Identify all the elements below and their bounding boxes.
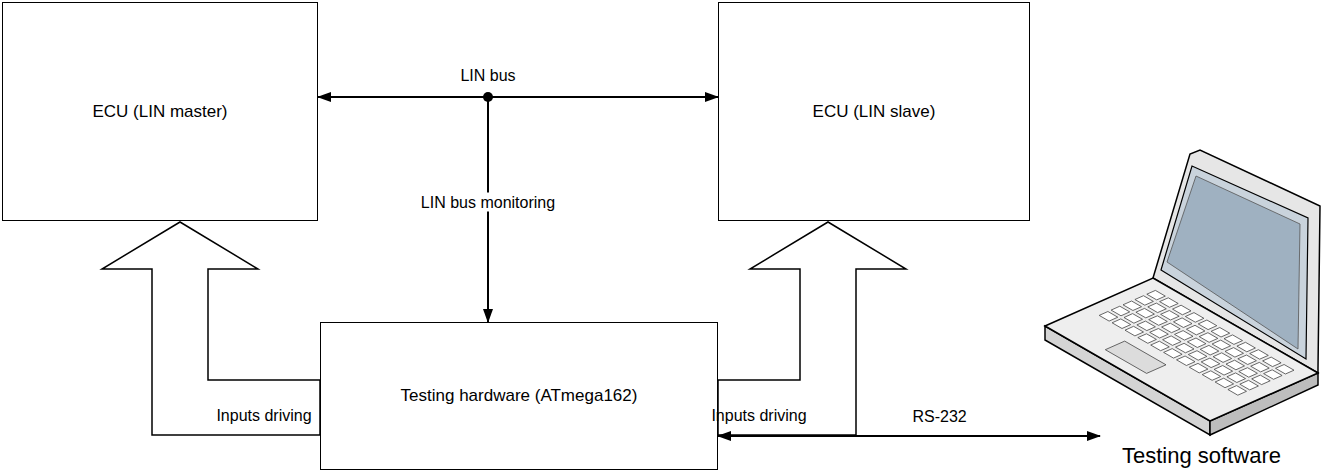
laptop-touchpad	[1105, 341, 1166, 373]
laptop-key	[1150, 329, 1169, 339]
laptop-key	[1164, 349, 1183, 359]
laptop-key	[1137, 321, 1156, 331]
laptop-key	[1151, 341, 1170, 351]
laptop-key	[1177, 356, 1196, 366]
laptop-key	[1176, 343, 1195, 353]
box-label: ECU (LIN slave)	[803, 101, 946, 123]
laptop-key	[1175, 331, 1194, 341]
laptop-icon	[1040, 148, 1323, 470]
laptop-key	[1111, 306, 1130, 316]
laptop-key	[1212, 340, 1231, 350]
laptop-key	[1112, 319, 1131, 329]
laptop-key	[1238, 355, 1257, 365]
laptop-key	[1215, 378, 1234, 388]
laptop-key	[1136, 308, 1155, 318]
laptop-key	[1227, 373, 1246, 383]
laptop-key	[1125, 326, 1144, 336]
laptop-key	[1250, 350, 1269, 360]
laptop-key	[1135, 296, 1154, 306]
connector-label: LIN bus monitoring	[418, 193, 558, 212]
laptop-key	[1264, 370, 1283, 380]
laptop-key	[1138, 334, 1157, 344]
laptop-key	[1251, 362, 1270, 372]
box-label: ECU (LIN master)	[82, 101, 237, 123]
laptop-key	[1202, 371, 1221, 381]
laptop-key	[1163, 336, 1182, 346]
laptop-key	[1187, 338, 1206, 348]
laptop-key	[1186, 325, 1205, 335]
laptop-key	[1149, 316, 1168, 326]
laptop-key	[1161, 311, 1180, 321]
laptop-key	[1148, 303, 1167, 313]
laptop-key	[1224, 335, 1243, 345]
laptop-key	[1200, 345, 1219, 355]
hollow-arrow	[718, 222, 906, 435]
laptop-key	[1124, 314, 1143, 324]
laptop-key	[1252, 375, 1271, 385]
laptop-key	[1160, 298, 1179, 308]
laptop-key	[1201, 358, 1220, 368]
laptop-caption: Testing software	[1080, 444, 1323, 468]
laptop-key	[1199, 333, 1218, 343]
laptop-key	[1173, 305, 1192, 315]
serial-line	[718, 435, 1100, 437]
hollow-arrow	[102, 222, 320, 435]
laptop-key	[1263, 357, 1282, 367]
laptop-key	[1239, 368, 1258, 378]
laptop-key	[1213, 353, 1232, 363]
laptop-key	[1188, 351, 1207, 361]
laptop-key	[1225, 348, 1244, 358]
laptop-key	[1123, 301, 1142, 311]
laptop-key	[1237, 342, 1256, 352]
laptop-key	[1276, 365, 1295, 375]
ecu-box: ECU (LIN slave)	[718, 2, 1030, 221]
laptop-display	[1167, 176, 1300, 349]
laptop-lid	[1153, 150, 1320, 373]
laptop-key	[1240, 380, 1259, 390]
connector-label: RS-232	[909, 407, 969, 426]
connector-label: LIN bus	[457, 66, 518, 85]
laptop-key	[1189, 363, 1208, 373]
laptop-key	[1226, 360, 1245, 370]
laptop-key	[1211, 328, 1230, 338]
laptop-base-top	[1045, 278, 1318, 421]
laptop-key	[1162, 323, 1181, 333]
laptop-key	[1147, 290, 1166, 300]
laptop-key	[1099, 312, 1118, 322]
laptop-key	[1198, 320, 1217, 330]
laptop-key	[1214, 366, 1233, 376]
hardware-box: Testing hardware (ATmega162)	[320, 322, 718, 470]
laptop-key	[1174, 318, 1193, 328]
ecu-box: ECU (LIN master)	[2, 2, 318, 221]
laptop-key	[1185, 313, 1204, 323]
box-label: Testing hardware (ATmega162)	[391, 385, 648, 407]
connector-label: Inputs driving	[708, 406, 809, 425]
laptop-figure: Testing software	[1040, 148, 1323, 470]
connector-label: Inputs driving	[213, 406, 314, 425]
junction-dot	[483, 92, 493, 102]
laptop-key	[1228, 386, 1247, 396]
